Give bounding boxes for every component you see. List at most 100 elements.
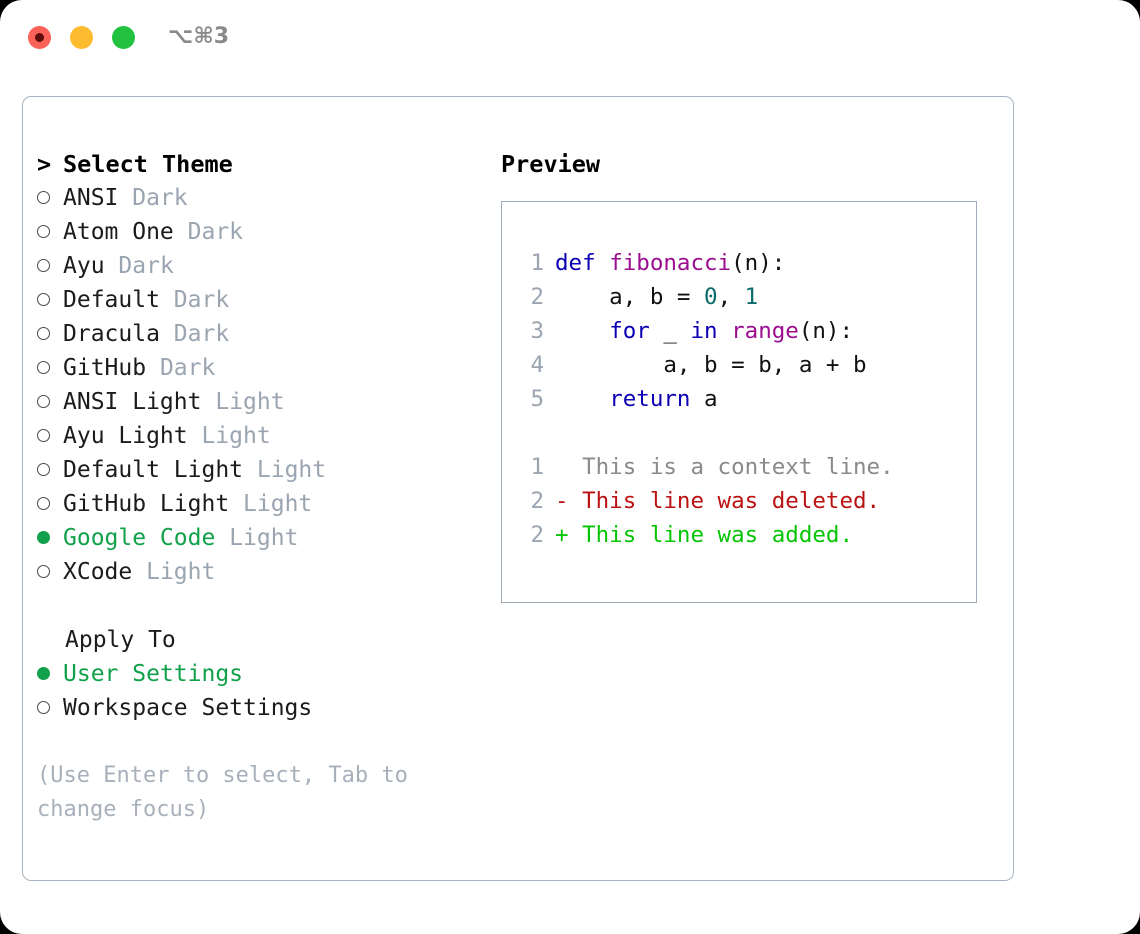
apply-to-radio [37,691,63,725]
line-number: 3 [530,318,544,344]
theme-list-item[interactable]: Atom One Dark [37,215,487,249]
apply-to-item-label: Workspace Settings [63,695,313,721]
theme-list-item[interactable]: GitHub Light Light [37,487,487,521]
code-token: _ [649,318,691,344]
code-line: 3 for _ in range(n): [518,314,970,348]
theme-list-item[interactable]: GitHub Dark [37,351,487,385]
theme-list-item[interactable]: Default Light Light [37,453,487,487]
radio-unselected-icon [37,293,50,306]
theme-item-radio [37,283,63,317]
line-number: 1 [530,250,544,276]
title-bar: ⌥⌘3 [0,0,1140,78]
code-token [596,250,610,276]
line-number: 1 [530,454,544,480]
line-number: 5 [530,386,544,412]
theme-item-name: Google Code [63,525,216,551]
maximize-button[interactable] [112,26,135,49]
theme-item-name: GitHub [63,355,147,381]
theme-list-item[interactable]: XCode Light [37,555,487,589]
code-line: 4 a, b = b, a + b [518,348,970,382]
theme-item-name: Default [63,287,160,313]
theme-list-item[interactable]: Default Dark [37,283,487,317]
theme-list-item[interactable]: Dracula Dark [37,317,487,351]
theme-item-radio [37,215,63,249]
theme-item-name: XCode [63,559,133,585]
theme-item-gap [160,321,174,347]
apply-to-item[interactable]: Workspace Settings [37,691,487,725]
apply-to-radio [37,657,63,691]
apply-to-header: Apply To [65,627,176,653]
code-token: a, b = [555,284,705,310]
code-line: 5 return a [518,382,970,416]
radio-selected-icon [37,531,50,544]
diff-line: 2 + This line was added. [518,518,970,552]
theme-item-radio [37,555,63,589]
theme-item-radio [37,419,63,453]
diff-line-text: This is a context line. [555,454,894,480]
radio-unselected-icon [37,429,50,442]
close-button[interactable] [28,26,51,49]
theme-item-gap [215,525,229,551]
theme-item-name: ANSI [63,185,119,211]
code-token: range [731,318,799,344]
theme-list-item[interactable]: ANSI Dark [37,181,487,215]
theme-item-name: GitHub Light [63,491,230,517]
code-token: def [555,250,596,276]
apply-to-item-label: User Settings [63,661,244,687]
help-hint: (Use Enter to select, Tab to change focu… [37,763,422,822]
theme-item-name: Ayu Light [63,423,188,449]
theme-list-item[interactable]: Ayu Light Light [37,419,487,453]
code-token: in [690,318,718,344]
theme-list-item[interactable]: ANSI Light Light [37,385,487,419]
code-token: (n): [798,318,854,344]
theme-item-radio [37,521,63,555]
code-token: 0 [704,284,718,310]
theme-item-variant: Light [146,559,216,585]
line-number: 2 [530,522,544,548]
window-controls [28,26,135,49]
line-number: 2 [530,284,544,310]
theme-list-item[interactable]: Ayu Dark [37,249,487,283]
theme-item-gap [105,253,119,279]
radio-unselected-icon [37,701,50,714]
code-line: 2 a, b = 0, 1 [518,280,970,314]
theme-item-name: ANSI Light [63,389,202,415]
theme-list-item[interactable]: Google Code Light [37,521,487,555]
radio-unselected-icon [37,395,50,408]
radio-selected-icon [37,667,50,680]
theme-item-variant: Light [215,389,285,415]
code-token [718,318,732,344]
theme-item-variant: Dark [173,321,230,347]
minimize-button[interactable] [70,26,93,49]
diff-line-text: + This line was added. [555,522,854,548]
diff-line: 1 This is a context line. [518,450,970,484]
preview-title: Preview [501,150,601,178]
code-token: , [717,284,745,310]
radio-unselected-icon [37,497,50,510]
code-token [555,386,609,412]
theme-item-variant: Dark [159,355,216,381]
radio-unselected-icon [37,463,50,476]
theme-item-variant: Dark [187,219,244,245]
theme-item-variant: Light [201,423,271,449]
theme-item-radio [37,487,63,521]
theme-item-gap [188,423,202,449]
theme-item-variant: Light [243,491,313,517]
apply-to-item[interactable]: User Settings [37,657,487,691]
theme-item-radio [37,453,63,487]
code-token: (n): [731,250,786,276]
theme-item-radio [37,249,63,283]
theme-item-variant: Dark [173,287,230,313]
theme-item-variant: Dark [132,185,188,211]
line-number: 2 [530,488,544,514]
code-token: return [609,386,691,412]
code-token: for [609,318,650,344]
radio-unselected-icon [37,565,50,578]
theme-item-gap [160,287,174,313]
